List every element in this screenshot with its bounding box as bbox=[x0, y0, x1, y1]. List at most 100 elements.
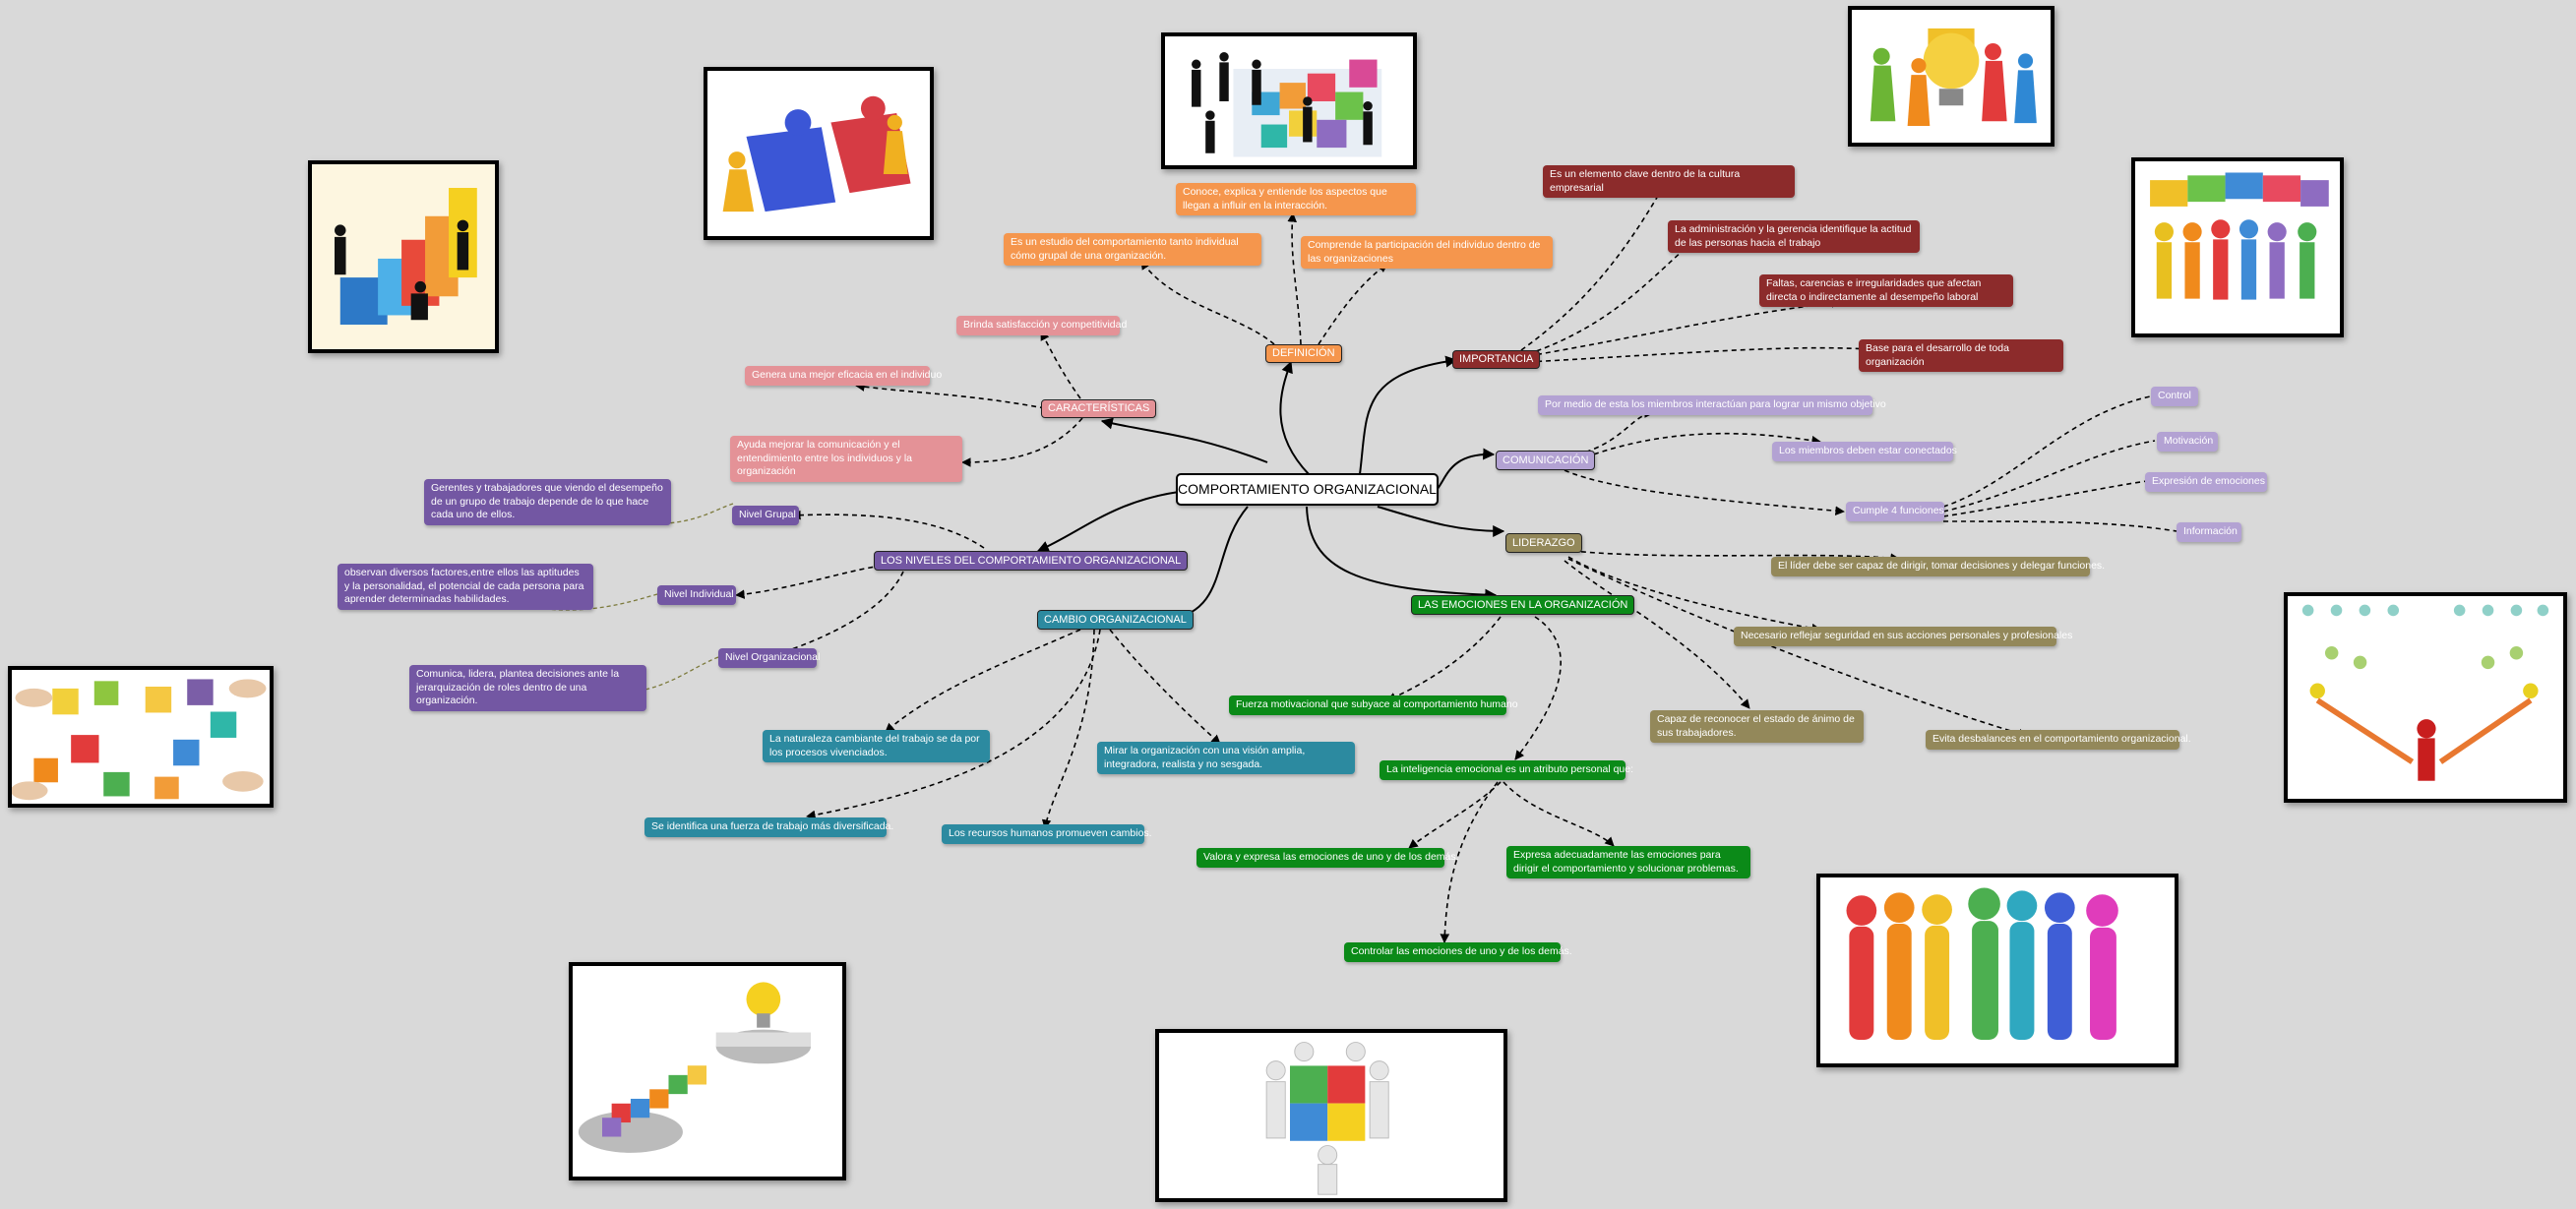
people-building-lightbulb-puzzle-image bbox=[1848, 6, 2055, 147]
branch-definicion-label: DEFINICIÓN bbox=[1272, 347, 1335, 360]
nivel-individual[interactable]: Nivel Individual bbox=[657, 585, 736, 605]
nivel-organizacional[interactable]: Nivel Organizacional bbox=[718, 648, 821, 668]
liderazgo-item-text: Evita desbalances en el comportamiento o… bbox=[1932, 733, 2191, 745]
branch-liderazgo[interactable]: LIDERAZGO bbox=[1505, 533, 1582, 553]
importancia-item-text: Faltas, carencias e irregularidades que … bbox=[1766, 277, 1982, 303]
caracteristicas-item-text: Brinda satisfacción y competitividad bbox=[963, 319, 1128, 331]
hands-holding-puzzle-pieces-image bbox=[8, 666, 274, 808]
central-topic-label: COMPORTAMIENTO ORGANIZACIONAL bbox=[1178, 481, 1437, 498]
branch-importancia[interactable]: IMPORTANCIA bbox=[1452, 350, 1541, 369]
branch-comunicacion[interactable]: COMUNICACIÓN bbox=[1496, 451, 1596, 470]
colorful-human-figures-image bbox=[1816, 874, 2178, 1067]
emociones-sub-item-text: Controlar las emociones de uno y de los … bbox=[1351, 945, 1572, 957]
comunicacion-item-text: Cumple 4 funciones bbox=[1853, 505, 1944, 516]
definicion-item-text: Comprende la participación del individuo… bbox=[1308, 239, 1541, 265]
definicion-item-text: Es un estudio del comportamiento tanto i… bbox=[1011, 236, 1239, 262]
liderazgo-item[interactable]: Necesario reflejar seguridad en sus acci… bbox=[1734, 627, 2072, 646]
branch-niveles-label: LOS NIVELES DEL COMPORTAMIENTO ORGANIZAC… bbox=[881, 554, 1182, 567]
emociones-item-text: La inteligencia emocional es un atributo… bbox=[1386, 763, 1634, 775]
comunicacion-item-text: Los miembros deben estar conectados bbox=[1779, 445, 1957, 456]
branch-cambio-label: CAMBIO ORGANIZACIONAL bbox=[1044, 613, 1187, 626]
branch-emociones[interactable]: LAS EMOCIONES EN LA ORGANIZACIÓN bbox=[1411, 595, 1635, 615]
cambio-item-text: La naturaleza cambiante del trabajo se d… bbox=[769, 733, 980, 758]
caracteristicas-item[interactable]: Brinda satisfacción y competitividad bbox=[956, 316, 1127, 335]
cambio-item-text: Se identifica una fuerza de trabajo más … bbox=[651, 820, 894, 832]
funcion-item-text: Motivación bbox=[2164, 435, 2214, 447]
emociones-sub-item[interactable]: Valora y expresa las emociones de uno y … bbox=[1196, 848, 1459, 868]
emociones-sub-item[interactable]: Controlar las emociones de uno y de los … bbox=[1344, 942, 1572, 962]
cambio-item-text: Los recursos humanos promueven cambios. bbox=[949, 827, 1152, 839]
cambio-item-text: Mirar la organización con una visión amp… bbox=[1104, 745, 1306, 770]
central-topic[interactable]: COMPORTAMIENTO ORGANIZACIONAL bbox=[1176, 473, 1439, 506]
funcion-item[interactable]: Motivación bbox=[2157, 432, 2218, 452]
branch-caracteristicas-label: CARACTERÍSTICAS bbox=[1048, 402, 1150, 415]
liderazgo-item-text: Necesario reflejar seguridad en sus acci… bbox=[1741, 630, 2073, 641]
importancia-item[interactable]: La administración y la gerencia identifi… bbox=[1668, 220, 1920, 254]
branch-emociones-label: LAS EMOCIONES EN LA ORGANIZACIÓN bbox=[1418, 598, 1628, 611]
definicion-item[interactable]: Es un estudio del comportamiento tanto i… bbox=[1004, 233, 1261, 267]
liderazgo-item[interactable]: Capaz de reconocer el estado de ánimo de… bbox=[1650, 710, 1864, 744]
comunicacion-item[interactable]: Cumple 4 funciones bbox=[1846, 502, 1944, 521]
caracteristicas-item[interactable]: Genera una mejor eficacia en el individu… bbox=[745, 366, 942, 386]
liderazgo-item[interactable]: El líder debe ser capaz de dirigir, toma… bbox=[1771, 557, 2105, 576]
people-pushing-puzzle-pieces-image bbox=[704, 67, 934, 240]
branch-niveles[interactable]: LOS NIVELES DEL COMPORTAMIENTO ORGANIZAC… bbox=[874, 551, 1189, 571]
emociones-sub-item[interactable]: Expresa adecuadamente las emociones para… bbox=[1506, 846, 1750, 879]
branch-comunicacion-label: COMUNICACIÓN bbox=[1503, 453, 1589, 466]
liderazgo-item-text: Capaz de reconocer el estado de ánimo de… bbox=[1657, 713, 1855, 739]
figures-network-hierarchy-image bbox=[2284, 592, 2567, 803]
definicion-item[interactable]: Conoce, explica y entiende los aspectos … bbox=[1176, 183, 1416, 216]
lightbulb-puzzle-path-image bbox=[569, 962, 846, 1180]
cambio-item[interactable]: La naturaleza cambiante del trabajo se d… bbox=[763, 730, 990, 763]
importancia-item[interactable]: Es un elemento clave dentro de la cultur… bbox=[1543, 165, 1795, 199]
colored-blocks-stairs-image bbox=[308, 160, 499, 353]
nivel-grupal-desc-text: Gerentes y trabajadores que viendo el de… bbox=[431, 482, 663, 521]
liderazgo-item-text: El líder debe ser capaz de dirigir, toma… bbox=[1778, 560, 2106, 572]
nivel-organizacional-desc[interactable]: Comunica, lidera, plantea decisiones ant… bbox=[409, 665, 646, 711]
branch-cambio[interactable]: CAMBIO ORGANIZACIONAL bbox=[1037, 610, 1194, 630]
funcion-item[interactable]: Control bbox=[2151, 387, 2198, 406]
funcion-item[interactable]: Información bbox=[2177, 522, 2241, 542]
comunicacion-item[interactable]: Los miembros deben estar conectados bbox=[1772, 442, 1957, 461]
funcion-item-text: Control bbox=[2158, 390, 2191, 401]
definicion-item-text: Conoce, explica y entiende los aspectos … bbox=[1183, 186, 1387, 212]
liderazgo-item[interactable]: Evita desbalances en el comportamiento o… bbox=[1926, 730, 2191, 750]
comunicacion-item-text: Por medio de esta los miembros interactú… bbox=[1545, 398, 1886, 410]
colorful-figures-holding-puzzle-image bbox=[2131, 157, 2344, 337]
caracteristicas-item-text: Ayuda mejorar la comunicación y el enten… bbox=[737, 439, 913, 478]
emociones-item[interactable]: Fuerza motivacional que subyace al compo… bbox=[1229, 695, 1518, 715]
definicion-item[interactable]: Comprende la participación del individuo… bbox=[1301, 236, 1553, 270]
caracteristicas-item[interactable]: Ayuda mejorar la comunicación y el enten… bbox=[730, 436, 962, 482]
nivel-organizacional-label: Nivel Organizacional bbox=[725, 651, 821, 663]
nivel-individual-desc[interactable]: observan diversos factores,entre ellos l… bbox=[337, 564, 593, 610]
emociones-sub-item-text: Valora y expresa las emociones de uno y … bbox=[1203, 851, 1459, 863]
emociones-item[interactable]: La inteligencia emocional es un atributo… bbox=[1380, 760, 1633, 780]
funcion-item-text: Información bbox=[2183, 525, 2238, 537]
importancia-item[interactable]: Base para el desarrollo de toda organiza… bbox=[1859, 339, 2063, 373]
people-assembling-puzzle-image bbox=[1155, 1029, 1507, 1202]
importancia-item-text: Es un elemento clave dentro de la cultur… bbox=[1550, 168, 1741, 194]
branch-importancia-label: IMPORTANCIA bbox=[1459, 353, 1534, 366]
branch-liderazgo-label: LIDERAZGO bbox=[1512, 536, 1575, 549]
branch-caracteristicas[interactable]: CARACTERÍSTICAS bbox=[1041, 399, 1157, 418]
emociones-sub-item-text: Expresa adecuadamente las emociones para… bbox=[1513, 849, 1739, 875]
nivel-grupal-label: Nivel Grupal bbox=[739, 509, 796, 520]
importancia-item-text: Base para el desarrollo de toda organiza… bbox=[1866, 342, 2009, 368]
nivel-organizacional-desc-text: Comunica, lidera, plantea decisiones ant… bbox=[416, 668, 620, 707]
importancia-item-text: La administración y la gerencia identifi… bbox=[1675, 223, 1912, 249]
funcion-item[interactable]: Expresión de emociones bbox=[2145, 472, 2267, 492]
cambio-item[interactable]: Los recursos humanos promueven cambios. bbox=[942, 824, 1152, 844]
caracteristicas-item-text: Genera una mejor eficacia en el individu… bbox=[752, 369, 943, 381]
importancia-item[interactable]: Faltas, carencias e irregularidades que … bbox=[1759, 274, 2013, 308]
comunicacion-item[interactable]: Por medio de esta los miembros interactú… bbox=[1538, 395, 1886, 415]
nivel-grupal-desc[interactable]: Gerentes y trabajadores que viendo el de… bbox=[424, 479, 671, 525]
nivel-grupal[interactable]: Nivel Grupal bbox=[732, 506, 799, 525]
funcion-item-text: Expresión de emociones bbox=[2152, 475, 2265, 487]
branch-definicion[interactable]: DEFINICIÓN bbox=[1265, 344, 1342, 363]
nivel-individual-label: Nivel Individual bbox=[664, 588, 734, 600]
nivel-individual-desc-text: observan diversos factores,entre ellos l… bbox=[344, 567, 584, 606]
cambio-item[interactable]: Mirar la organización con una visión amp… bbox=[1097, 742, 1355, 775]
business-people-puzzle-image bbox=[1161, 32, 1417, 169]
cambio-item[interactable]: Se identifica una fuerza de trabajo más … bbox=[644, 817, 893, 837]
